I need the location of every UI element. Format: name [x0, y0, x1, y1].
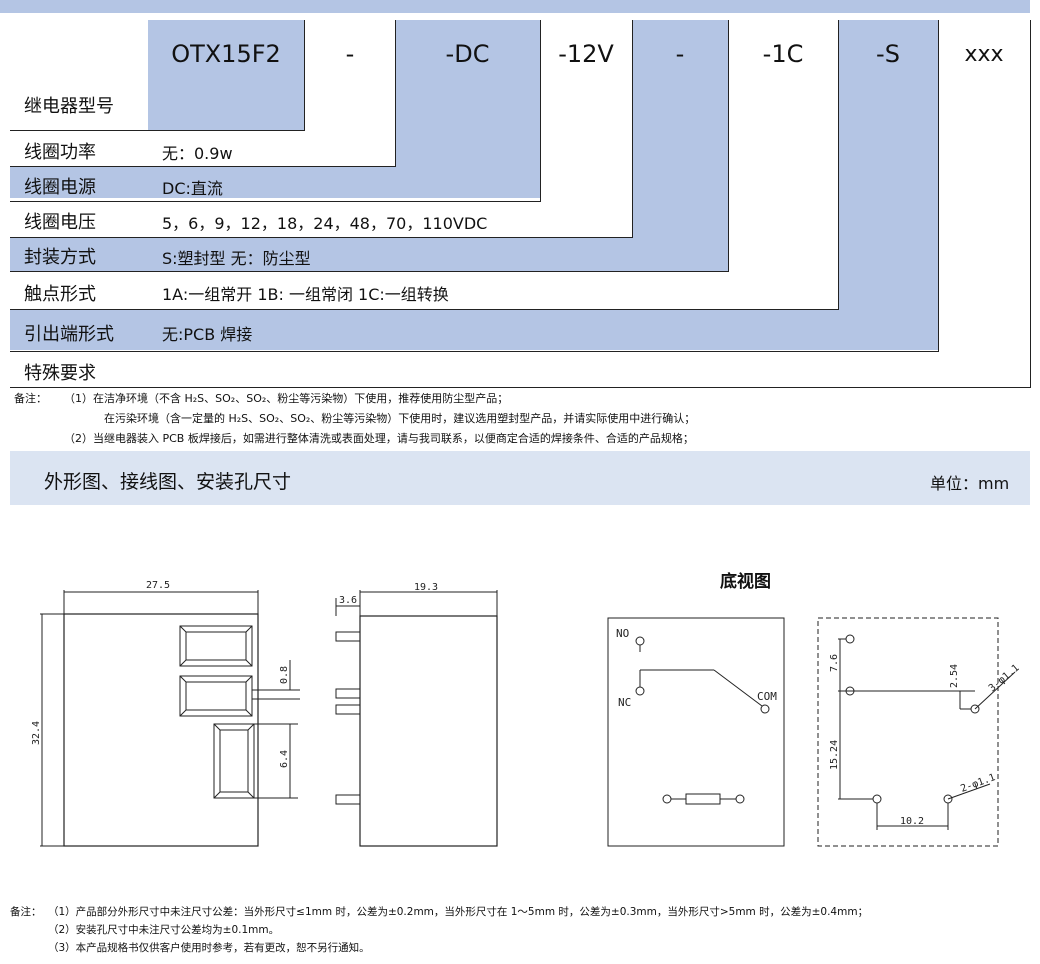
- code-package: -S: [876, 40, 900, 68]
- notes-top-line3: （2）当继电器装入 PCB 板焊接后，如需进行整体清洗或表面处理，请与我司联系，…: [64, 432, 694, 445]
- dim-span: 10.2: [900, 816, 924, 827]
- dim-pin-len: 3.6: [339, 595, 357, 606]
- row-desc-coil-voltage: 5，6，9，12，18，24，48，70，110VDC: [162, 214, 488, 233]
- code-block-s: [838, 20, 938, 310]
- line-voltage-v: [632, 20, 633, 238]
- dim-hole1: 3-φ1.1: [987, 663, 1022, 695]
- line-contact: [10, 309, 839, 310]
- row-label-coil-power: 线圈功率: [24, 142, 96, 163]
- row-desc-terminal: 无:PCB 焊接: [162, 325, 253, 344]
- line-terminal-v: [938, 20, 939, 352]
- code-dash-1: -: [345, 40, 355, 68]
- notes-bottom-line2: （2）安装孔尺寸中未注尺寸公差均为±0.1mm。: [48, 924, 280, 936]
- notes-top-line1: （1）在洁净环境（不含 H₂S、SO₂、SO₂、粉尘等污染物）下使用，推荐使用防…: [64, 392, 509, 405]
- line-package-v: [728, 20, 729, 272]
- dim-width: 27.5: [146, 580, 170, 591]
- row-desc-package: S:塑封型 无：防尘型: [162, 249, 311, 268]
- row-label-special: 特殊要求: [24, 363, 96, 384]
- front-view: [40, 590, 300, 847]
- row-label-contact: 触点形式: [24, 284, 96, 305]
- row-band-coil-source: [10, 166, 540, 198]
- row-label-terminal: 引出端形式: [24, 324, 114, 345]
- row-label-package: 封装方式: [24, 247, 96, 268]
- row-desc-coil-power: 无：0.9w: [162, 144, 233, 163]
- code-block-model: [148, 20, 304, 130]
- dim-row2: 15.24: [829, 740, 840, 770]
- line-source: [10, 201, 541, 202]
- pin-label-nc: NC: [618, 696, 631, 709]
- line-special-v: [1030, 20, 1031, 388]
- line-source-v: [540, 20, 541, 202]
- code-model: OTX15F2: [171, 40, 281, 68]
- notes-top-line2: 在污染环境（含一定量的 H₂S、SO₂、SO₂、粉尘等污染物）下使用时，建议选用…: [104, 412, 696, 425]
- dim-hole2: 2-φ1.1: [959, 772, 997, 795]
- dim-row1: 7.6: [829, 654, 840, 672]
- row-label-coil-voltage: 线圈电压: [24, 212, 96, 233]
- top-banner: [0, 0, 1030, 13]
- line-contact-v: [838, 20, 839, 310]
- line-power-v: [395, 20, 396, 167]
- bottom-view-title: 底视图: [720, 572, 771, 592]
- line-special: [10, 387, 1031, 388]
- section-bar: [10, 451, 1030, 505]
- line-model-v: [304, 20, 305, 131]
- pin-label-com: COM: [757, 690, 777, 703]
- row-band-terminal: [10, 310, 938, 350]
- line-terminal: [10, 351, 939, 352]
- dim-depth: 19.3: [414, 582, 438, 593]
- line-package: [10, 271, 729, 272]
- line-power: [10, 166, 396, 167]
- dim-height: 32.4: [31, 721, 42, 745]
- notes-top-prefix: 备注：: [14, 392, 47, 405]
- unit-label: 单位：mm: [930, 474, 1010, 493]
- pin-label-no: NO: [616, 627, 629, 640]
- code-voltage: -12V: [558, 40, 614, 68]
- dim-pin-width: 0.8: [279, 666, 290, 684]
- outline-drawing: 27.5 32.4 0.8 6.4 19.3 3.6 NO NC COM 7.6…: [31, 580, 1022, 847]
- line-voltage: [10, 237, 633, 238]
- wiring-diagram: [607, 617, 785, 847]
- section-title: 外形图、接线图、安装孔尺寸: [44, 471, 292, 493]
- row-band-package: [10, 237, 728, 271]
- code-dash-2: -: [675, 40, 685, 68]
- side-view: [335, 590, 498, 847]
- code-special: xxx: [964, 42, 1004, 67]
- row-label-coil-source: 线圈电源: [24, 177, 96, 198]
- row-desc-contact: 1A:一组常开 1B: 一组常闭 1C:一组转换: [162, 285, 449, 304]
- dim-pin-length: 6.4: [279, 750, 290, 768]
- code-block-package: [632, 20, 728, 237]
- code-block-dc: [395, 20, 540, 166]
- code-contact: -1C: [762, 40, 804, 68]
- line-model: [10, 130, 305, 131]
- notes-bottom-line3: （3）本产品规格书仅供客户使用时参考，若有更改，恕不另行通知。: [48, 942, 370, 954]
- notes-bottom-line1: （1）产品部分外形尺寸中未注尺寸公差：当外形尺寸≤1mm 时，公差为±0.2mm…: [48, 906, 869, 918]
- dim-pitch1: 2.54: [949, 664, 960, 688]
- pcb-layout: [817, 617, 1016, 847]
- code-dc: -DC: [445, 40, 490, 68]
- row-desc-coil-source: DC:直流: [162, 179, 223, 198]
- notes-bottom-prefix: 备注：: [10, 906, 42, 918]
- row-label-model: 继电器型号: [24, 96, 114, 117]
